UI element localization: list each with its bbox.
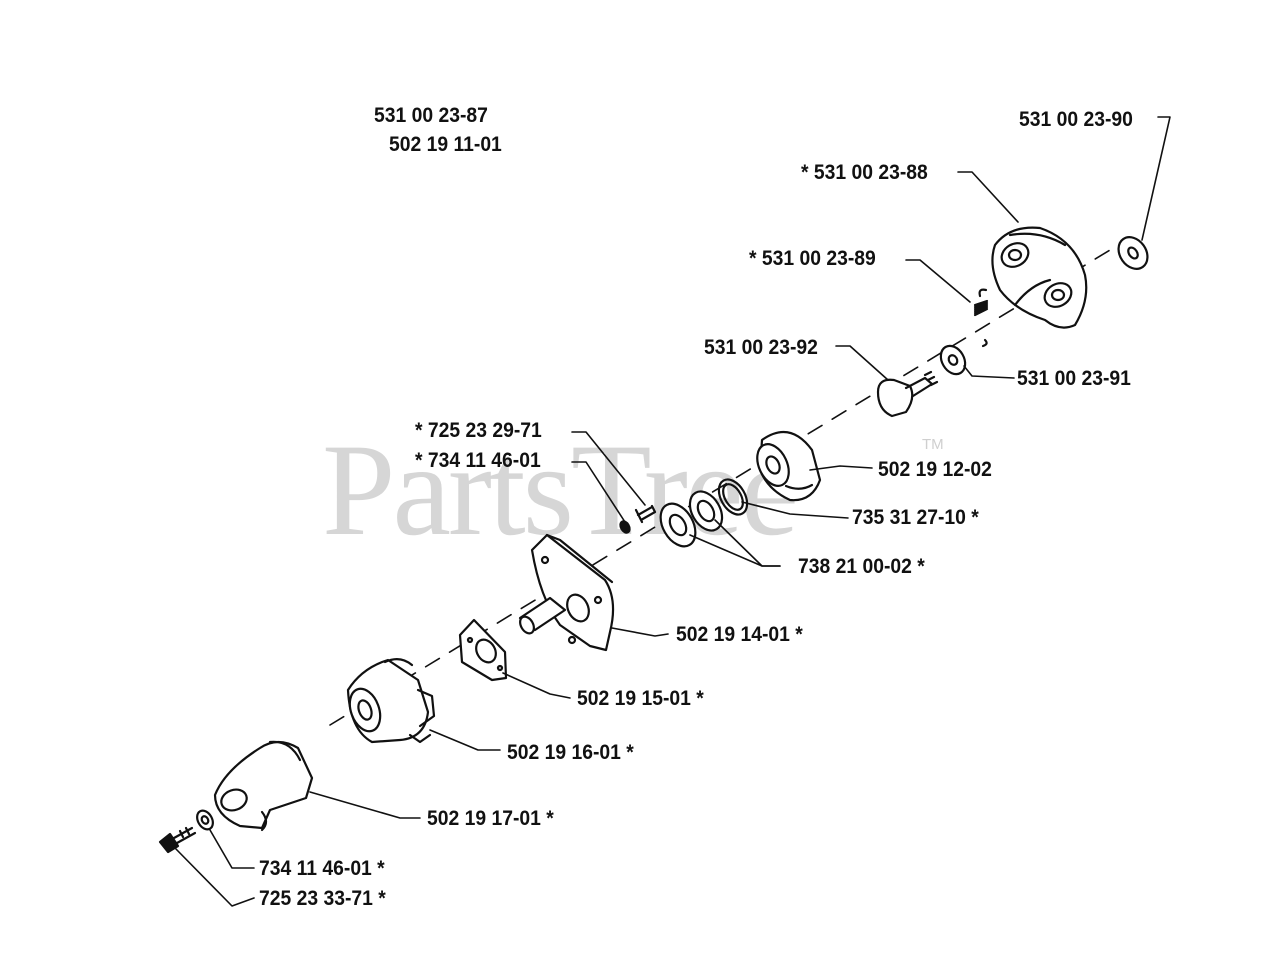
part-label-502-19-14-01[interactable]: 502 19 14-01 * <box>676 623 803 647</box>
clutch-shoe-part <box>991 226 1088 329</box>
part-code: 502 19 14-01 * <box>676 623 803 646</box>
part-code: 531 00 23-91 <box>1017 367 1131 390</box>
part-code: 531 00 23-90 <box>1019 108 1133 131</box>
part-label-502-19-17-01[interactable]: 502 19 17-01 * <box>427 807 554 831</box>
bottom-screw-part <box>158 826 197 854</box>
part-code: 531 00 23-89 <box>761 247 876 270</box>
part-label-531-00-23-90[interactable]: 531 00 23-90 <box>1019 108 1133 132</box>
part-code: 502 19 12-02 <box>878 458 992 481</box>
part-label-531-00-23-88[interactable]: * 531 00 23-88 <box>801 161 928 185</box>
part-marker: * <box>415 419 428 442</box>
part-code: 734 11 46-01 * <box>259 857 385 880</box>
part-label-502-19-12-02[interactable]: 502 19 12-02 <box>878 458 992 482</box>
part-code: 502 19 15-01 * <box>577 687 704 710</box>
part-label-735-31-27-10[interactable]: 735 31 27-10 * <box>852 506 979 530</box>
part-label-502-19-15-01[interactable]: 502 19 15-01 * <box>577 687 704 711</box>
small-washer-part <box>619 520 631 534</box>
part-code: 502 19 17-01 * <box>427 807 554 830</box>
part-label-734-11-46-01-top[interactable]: * 734 11 46-01 <box>415 449 541 473</box>
flat-washer-part <box>939 344 967 376</box>
ball-bearing-part <box>659 490 724 548</box>
shoulder-screw-part <box>876 370 939 418</box>
small-screw-part <box>634 504 657 524</box>
part-code: 725 23 33-71 * <box>259 887 386 910</box>
part-label-734-11-46-01-bottom[interactable]: 734 11 46-01 * <box>259 857 385 881</box>
part-label-738-21-00-02[interactable]: 738 21 00-02 * <box>798 555 925 579</box>
clutch-housing-part <box>518 533 615 652</box>
part-code: 531 00 23-88 <box>813 161 928 184</box>
part-code: 738 21 00-02 * <box>798 555 925 578</box>
part-code: 735 31 27-10 * <box>852 506 979 529</box>
part-label-531-00-23-89[interactable]: * 531 00 23-89 <box>749 247 876 271</box>
part-marker: * <box>749 247 762 270</box>
bottom-washer-part <box>196 809 214 831</box>
spring-part <box>973 288 989 348</box>
part-code: 734 11 46-01 <box>427 449 541 472</box>
clutch-drum-part <box>756 430 822 502</box>
header-code-1: 531 00 23-87 <box>374 104 488 127</box>
part-label-502-19-16-01[interactable]: 502 19 16-01 * <box>507 741 634 765</box>
part-marker: * <box>415 449 428 472</box>
part-marker: * <box>801 161 814 184</box>
part-label-531-00-23-92[interactable]: 531 00 23-92 <box>704 336 818 360</box>
gear-housing-part <box>346 658 436 744</box>
header-code-2: 502 19 11-01 <box>389 133 502 156</box>
part-code: 502 19 16-01 * <box>507 741 634 764</box>
gasket-part <box>458 618 508 682</box>
washer-part <box>1117 236 1149 270</box>
part-code: 725 23 29-71 <box>427 419 542 442</box>
watermark-trademark: TM <box>922 436 944 453</box>
part-label-531-00-23-91[interactable]: 531 00 23-91 <box>1017 367 1131 391</box>
guard-cover-part <box>213 740 314 832</box>
leader-lines <box>174 116 1171 907</box>
part-label-725-23-33-71[interactable]: 725 23 33-71 * <box>259 887 386 911</box>
part-label-725-23-29-71[interactable]: * 725 23 29-71 <box>415 419 542 443</box>
circlip-part <box>717 478 749 516</box>
part-code: 531 00 23-92 <box>704 336 818 359</box>
